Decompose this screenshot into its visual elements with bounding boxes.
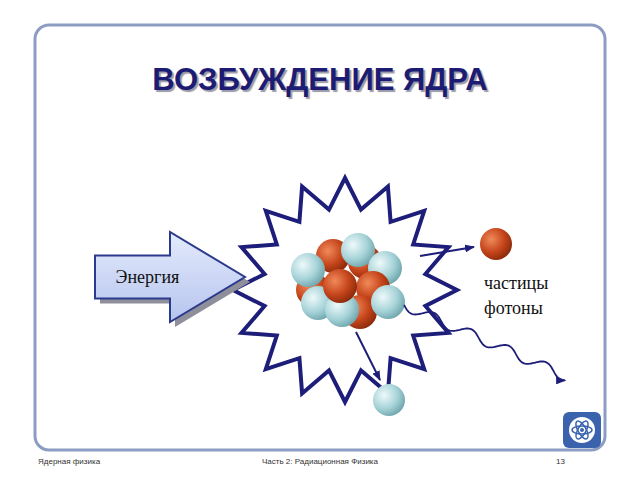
emitted-proton (480, 228, 512, 260)
particles-label: частицы (484, 273, 548, 294)
photons-label: фотоны (484, 298, 543, 319)
footer-section: Часть 2: Радиационная Физика (262, 457, 378, 466)
emitted-neutron (373, 384, 405, 416)
excitation-burst (233, 178, 457, 402)
iaea-logo (563, 412, 601, 448)
energy-arrow: Энергия (95, 232, 245, 322)
arrow-label: Энергия (116, 267, 180, 288)
particle-track (356, 332, 380, 380)
nucleus (291, 233, 405, 329)
particle-track (420, 247, 474, 256)
footer-course: Ядерная физика (38, 457, 100, 466)
slide-title: ВОЗБУЖДЕНИЕ ЯДРА (0, 62, 640, 98)
page-number: 13 (556, 457, 565, 466)
